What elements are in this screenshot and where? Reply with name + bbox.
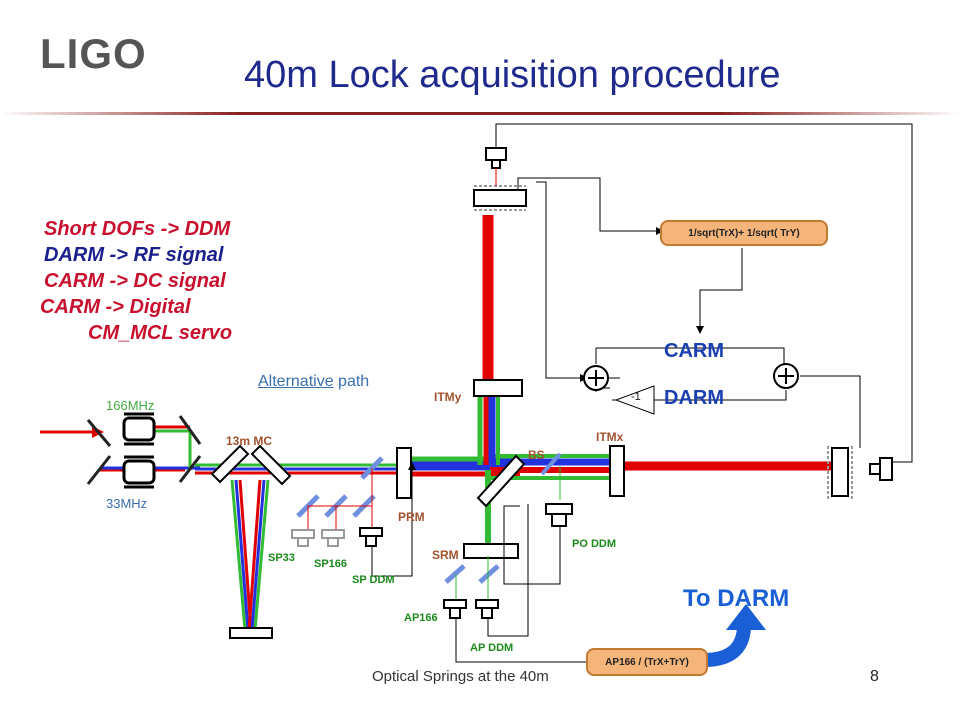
ap-ddm-label: AP DDM bbox=[470, 642, 514, 654]
note-short-dofs: Short DOFs -> DDM bbox=[44, 218, 231, 240]
po-ddm-label: PO DDM bbox=[572, 538, 616, 550]
eom-33 bbox=[122, 455, 156, 489]
itmx-label: ITMx bbox=[596, 430, 624, 444]
note-cm-mcl-servo: CM_MCL servo bbox=[88, 322, 233, 344]
ap-normalization-box: AP166 / (TrX+TrY) bbox=[586, 648, 708, 676]
beamsplitter bbox=[476, 454, 526, 508]
alternative-rest: path bbox=[333, 373, 370, 390]
to-darm-label: To DARM bbox=[683, 585, 790, 612]
itmx-mirror bbox=[609, 445, 625, 497]
note-darm-rf: DARM -> RF signal bbox=[44, 244, 224, 266]
note-carm-dc: CARM -> DC signal bbox=[44, 270, 226, 292]
sp166-label: SP166 bbox=[314, 558, 348, 570]
sqrt-normalization-box: 1/sqrt(TrX)+ 1/sqrt( TrY) bbox=[660, 220, 828, 246]
sum-junction-right bbox=[773, 363, 799, 389]
title-divider bbox=[0, 112, 960, 115]
freq-166-label: 166MHz bbox=[106, 398, 155, 413]
sp-ddm-label: SP DDM bbox=[352, 574, 395, 586]
eom-166 bbox=[122, 412, 156, 446]
etmx-mirror bbox=[827, 446, 853, 500]
itmy-mirror bbox=[473, 379, 523, 397]
trx-photodiode bbox=[869, 457, 893, 481]
main-beams bbox=[195, 215, 840, 631]
carm-label: CARM bbox=[664, 340, 724, 362]
mc-mirrors bbox=[210, 444, 292, 639]
inverting-gain-triangle bbox=[614, 385, 655, 415]
mc-label: 13m MC bbox=[226, 434, 273, 448]
pickoff-beams bbox=[307, 466, 561, 600]
page-number: 8 bbox=[870, 668, 879, 685]
freq-33-label: 33MHz bbox=[106, 496, 148, 511]
ligo-logo: LIGO bbox=[40, 30, 147, 77]
alternative-path-label: Alternative path bbox=[258, 373, 369, 391]
prm-label: PRM bbox=[398, 510, 425, 524]
sp33-label: SP33 bbox=[268, 552, 295, 564]
signal-wires bbox=[371, 123, 913, 663]
ap166-label: AP166 bbox=[404, 612, 438, 624]
detector-heads bbox=[291, 529, 345, 547]
prm-mirror bbox=[396, 447, 412, 499]
srm-mirror bbox=[463, 543, 519, 559]
try-photodiode bbox=[485, 147, 507, 186]
footer-text: Optical Springs at the 40m bbox=[372, 668, 549, 685]
itmy-label: ITMy bbox=[434, 390, 462, 404]
bs-label: BS bbox=[528, 448, 545, 462]
srm-label: SRM bbox=[432, 548, 459, 562]
slide-title: 40m Lock acquisition procedure bbox=[244, 54, 781, 96]
etmy-mirror bbox=[473, 185, 527, 211]
darm-label: DARM bbox=[664, 387, 724, 409]
ddm-detector-heads bbox=[359, 503, 573, 619]
gain-minus-one-label: -1 bbox=[631, 391, 641, 403]
modulator-mirrors bbox=[86, 415, 202, 485]
note-carm-digital: CARM -> Digital bbox=[40, 296, 191, 318]
alternative-link[interactable]: Alternative bbox=[258, 373, 334, 390]
sum-junction-left bbox=[583, 365, 609, 391]
to-darm-arrow bbox=[703, 604, 766, 667]
